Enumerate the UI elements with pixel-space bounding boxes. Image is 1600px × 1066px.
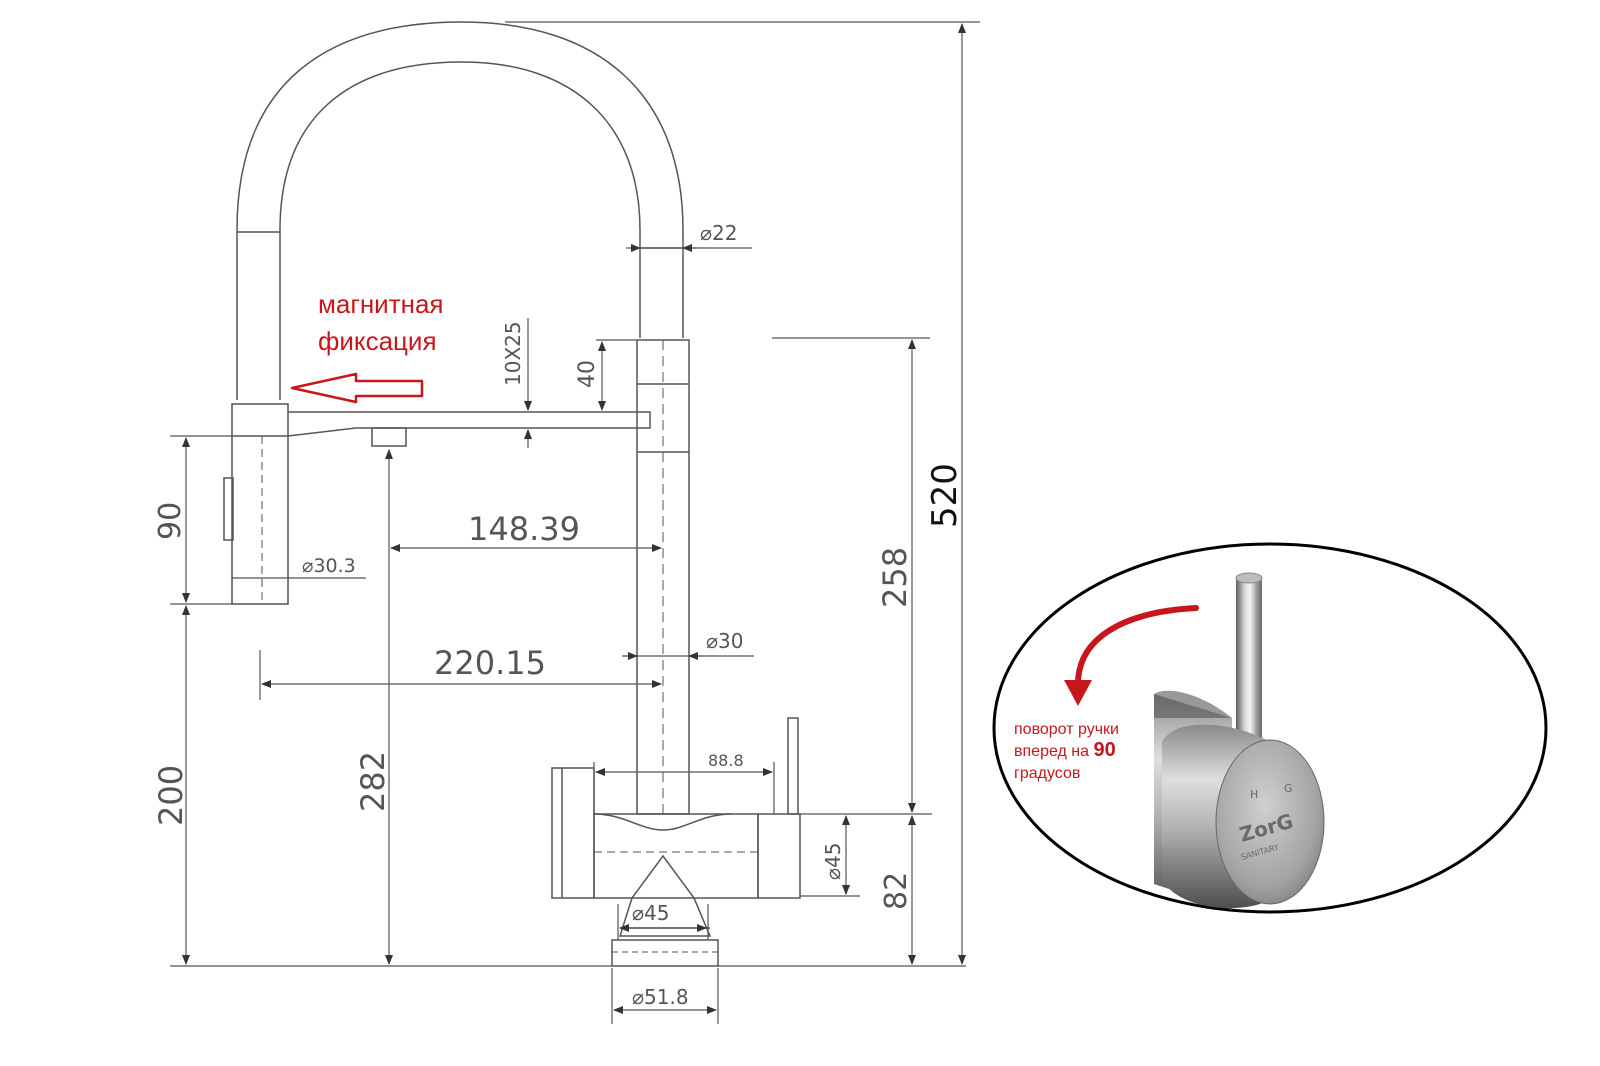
spout-arm bbox=[287, 411, 651, 437]
spray-head-button bbox=[223, 477, 234, 541]
magnetic-label-line2: фиксация bbox=[318, 326, 437, 356]
inset-ellipse bbox=[992, 542, 1548, 914]
rotate-label-line1: поворот ручки bbox=[1014, 721, 1119, 738]
photo-letter-g: G bbox=[1284, 782, 1293, 795]
photo-letter-h: H bbox=[1250, 788, 1258, 801]
label-10x25: 10X25 bbox=[501, 321, 525, 386]
label-148-39: 148.39 bbox=[468, 510, 580, 548]
handle-right-lever bbox=[787, 717, 799, 815]
magnetic-arrow-icon bbox=[290, 372, 424, 404]
hose-inner bbox=[279, 61, 641, 400]
faucet-outline bbox=[223, 21, 801, 967]
label-d51-8: ⌀51.8 bbox=[632, 985, 689, 1009]
rotate-label-line2: вперед на 90 bbox=[1014, 739, 1116, 761]
label-258: 258 bbox=[876, 547, 914, 608]
dimension-labels: ⌀22 10X25 40 90 ⌀30.3 148.39 220.15 ⌀30 … bbox=[152, 221, 965, 1009]
label-82: 82 bbox=[879, 872, 914, 910]
label-200: 200 bbox=[152, 765, 190, 826]
rotate-label-line3: градусов bbox=[1014, 765, 1080, 782]
label-d22: ⌀22 bbox=[700, 221, 738, 245]
handle-left bbox=[551, 767, 595, 899]
photo-handle-cap bbox=[1215, 739, 1325, 905]
rotate-label-line2-bold: 90 bbox=[1093, 739, 1115, 761]
label-282: 282 bbox=[354, 751, 392, 812]
label-d30: ⌀30 bbox=[706, 629, 744, 653]
handle-right bbox=[757, 813, 801, 899]
label-40: 40 bbox=[575, 360, 600, 388]
spray-head bbox=[231, 403, 289, 605]
label-90: 90 bbox=[153, 502, 188, 540]
magnetic-label-line1: магнитная bbox=[318, 289, 444, 319]
rotate-label-line2-prefix: вперед на bbox=[1014, 743, 1093, 760]
label-d30-3: ⌀30.3 bbox=[302, 555, 356, 577]
label-d45: ⌀45 bbox=[632, 901, 670, 925]
handle-block bbox=[593, 813, 759, 899]
label-88-8: 88.8 bbox=[708, 751, 744, 770]
handle-photo-inset: H G ZorG SANITARY поворот ручки вперед н… bbox=[992, 542, 1548, 914]
hose-outer bbox=[236, 21, 684, 400]
photo-lever bbox=[1236, 578, 1262, 748]
base-plate bbox=[611, 939, 719, 967]
label-520: 520 bbox=[925, 463, 965, 528]
aerator bbox=[371, 427, 407, 447]
rotate-arrow-icon bbox=[1075, 605, 1199, 687]
label-d45-side: ⌀45 bbox=[821, 843, 845, 881]
label-220-15: 220.15 bbox=[434, 644, 546, 682]
magnetic-annotation: магнитная фиксация bbox=[290, 289, 444, 404]
dimension-lines bbox=[170, 21, 980, 1024]
